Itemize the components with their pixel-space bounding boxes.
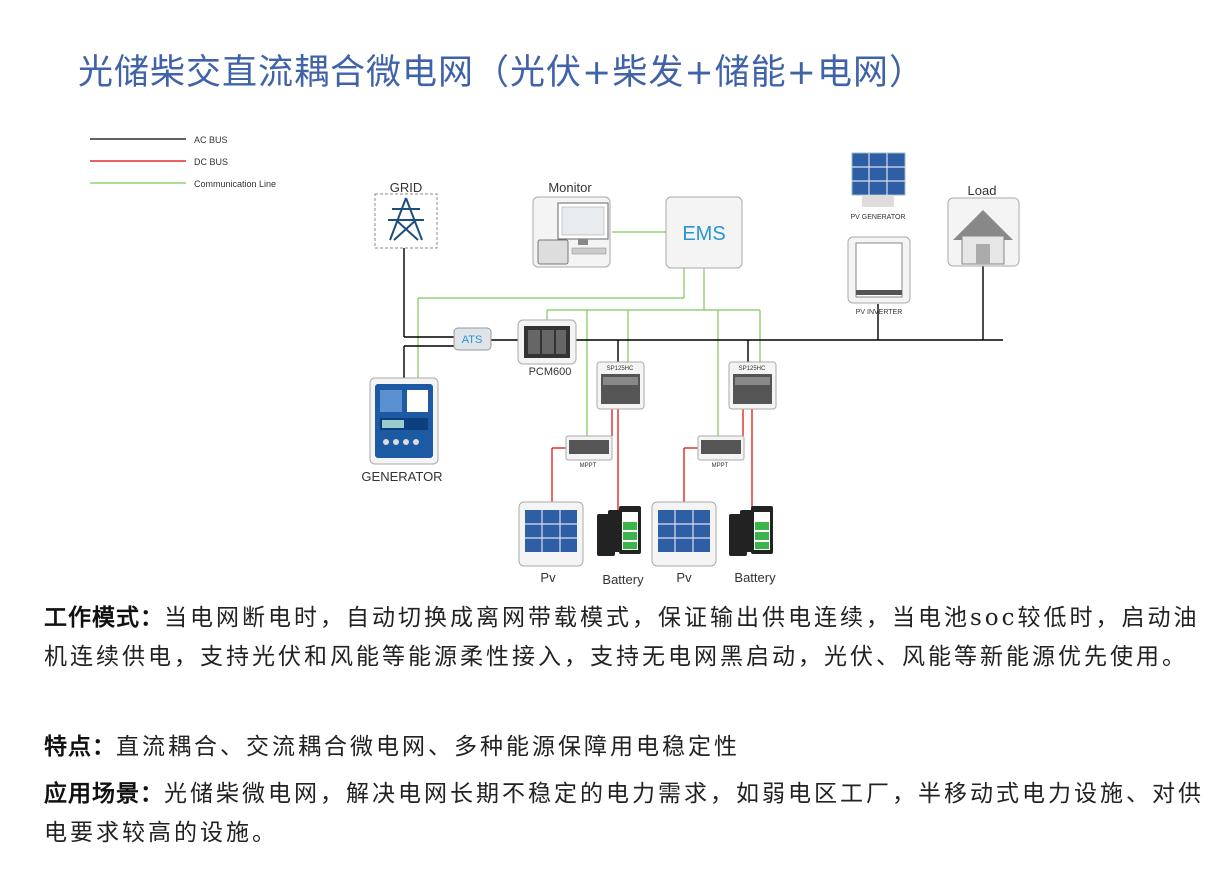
generator-label: GENERATOR <box>361 469 442 484</box>
legend-dc-bus: DC BUS <box>194 157 228 167</box>
work-mode-paragraph: 工作模式：当电网断电时，自动切换成离网带载模式，保证输出供电连续，当电池soc较… <box>44 599 1209 677</box>
feature-label: 特点： <box>44 734 116 760</box>
ac-bus-lines <box>403 248 1003 378</box>
legend: AC BUS DC BUS Communication Line <box>90 135 276 189</box>
solar-panel-icon <box>525 510 577 552</box>
microgrid-diagram: AC BUS DC BUS Communication Line <box>90 135 1020 587</box>
pcs-label-2: SP125HC <box>739 366 766 372</box>
scene-label: 应用场景： <box>44 781 164 807</box>
pcm600-node[interactable]: PCM600 <box>517 319 577 378</box>
load-label: Load <box>968 183 997 198</box>
pv-label-2: Pv <box>676 570 692 585</box>
ats-node[interactable]: ATS <box>453 327 492 351</box>
scene-paragraph: 应用场景：光储柴微电网，解决电网长期不稳定的电力需求，如弱电区工厂，半移动式电力… <box>44 775 1209 853</box>
pcs-node-1[interactable]: SP125HC <box>596 361 645 410</box>
dc-bus-lines <box>551 409 753 510</box>
pcs-node-2[interactable]: SP125HC <box>728 361 777 410</box>
pv-generator-label: PV GENERATOR <box>851 214 906 221</box>
battery-label-1: Battery <box>602 572 644 587</box>
mppt-device-icon <box>701 440 741 454</box>
pcs-label-1: SP125HC <box>607 366 634 372</box>
pv-label-1: Pv <box>540 570 556 585</box>
mppt-label-1: MPPT <box>580 463 597 469</box>
battery-label-2: Battery <box>734 570 776 585</box>
feature-paragraph: 特点：直流耦合、交流耦合微电网、多种能源保障用电稳定性 <box>44 728 1209 767</box>
communication-lines <box>417 231 761 436</box>
solar-panel-icon <box>658 510 710 552</box>
mppt-label-2: MPPT <box>712 463 729 469</box>
grid-node[interactable]: GRID <box>374 180 438 249</box>
generator-controller-icon <box>375 384 433 458</box>
work-mode-text: 当电网断电时，自动切换成离网带载模式，保证输出供电连续，当电池soc较低时，启动… <box>44 605 1200 670</box>
solar-panel-icon <box>851 152 906 207</box>
mppt-device-icon <box>569 440 609 454</box>
feature-text: 直流耦合、交流耦合微电网、多种能源保障用电稳定性 <box>116 734 740 760</box>
ats-label: ATS <box>462 334 483 346</box>
pv-node-2[interactable]: Pv <box>651 501 717 585</box>
legend-comm-line: Communication Line <box>194 179 276 189</box>
house-icon <box>953 210 1013 265</box>
pv-inverter-node[interactable]: PV INVERTER <box>847 236 911 316</box>
inverter-icon <box>855 242 903 298</box>
keyboard-icon <box>571 247 607 255</box>
legend-ac-bus: AC BUS <box>194 135 228 145</box>
battery-node-1[interactable]: Battery <box>597 506 644 587</box>
battery-icon <box>597 506 641 556</box>
mppt-node-2[interactable]: MPPT <box>697 435 745 469</box>
load-node[interactable]: Load <box>947 183 1020 267</box>
work-mode-label: 工作模式： <box>44 605 164 631</box>
ems-label: EMS <box>682 223 725 245</box>
monitor-label: Monitor <box>548 180 592 195</box>
generator-node[interactable]: GENERATOR <box>361 377 443 484</box>
page-title: 光储柴交直流耦合微电网（光伏+柴发+储能+电网） <box>78 53 925 93</box>
pv-inverter-label: PV INVERTER <box>856 309 903 316</box>
tablet-icon <box>537 239 569 265</box>
transmission-tower-icon <box>388 197 424 241</box>
battery-node-2[interactable]: Battery <box>729 506 776 585</box>
ems-node[interactable]: EMS <box>665 196 743 269</box>
pv-node-1[interactable]: Pv <box>518 501 584 585</box>
mppt-node-1[interactable]: MPPT <box>565 435 613 469</box>
pcm-label: PCM600 <box>529 366 572 378</box>
grid-label: GRID <box>390 180 423 195</box>
monitor-node[interactable]: Monitor <box>532 180 611 268</box>
battery-icon <box>729 506 773 556</box>
scene-text: 光储柴微电网，解决电网长期不稳定的电力需求，如弱电区工厂，半移动式电力设施、对供… <box>44 781 1204 846</box>
pv-generator-node[interactable]: PV GENERATOR <box>851 152 906 221</box>
